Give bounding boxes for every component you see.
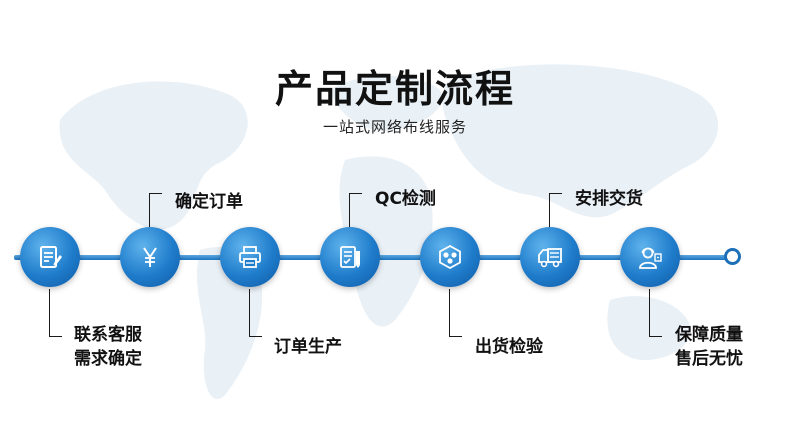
step-label-7: 保障质量 售后无忧: [675, 323, 743, 371]
step-connector-6: [549, 193, 562, 227]
step-label-3-line-1: 订单生产: [274, 337, 342, 357]
step-label-6: 安排交货: [575, 187, 643, 211]
step-connector-2: [149, 193, 162, 227]
page-subtitle: 一站式网络布线服务: [322, 118, 467, 136]
checklist-pen-icon: [340, 246, 360, 268]
step-node-6: [520, 227, 580, 287]
step-node-3: [220, 227, 280, 287]
step-node-2: [120, 227, 180, 287]
step-label-4-line-1: QC检测: [375, 189, 436, 209]
step-label-7-line-1: 保障质量: [675, 325, 743, 345]
step-label-2-line-1: 确定订单: [175, 192, 243, 212]
step-connector-3: [249, 289, 262, 337]
step-connector-4: [349, 193, 362, 227]
step-node-7: [620, 227, 680, 287]
step-label-1: 联系客服 需求确定: [74, 323, 142, 371]
step-label-5: 出货检验: [475, 335, 543, 359]
support-agent-icon: [639, 247, 662, 269]
step-label-7-line-2: 售后无忧: [675, 349, 743, 369]
step-label-3: 订单生产: [274, 335, 342, 359]
step-connector-7: [649, 289, 662, 337]
flow-end-cap: [724, 248, 741, 265]
step-label-5-line-1: 出货检验: [475, 337, 543, 357]
truck-icon: [538, 248, 562, 268]
page-title: 产品定制流程: [274, 67, 515, 111]
step-node-5: [420, 227, 480, 287]
yen-icon: [143, 247, 157, 267]
step-label-6-line-1: 安排交货: [575, 189, 643, 209]
step-node-1: [20, 227, 80, 287]
document-edit-icon: [40, 246, 62, 268]
step-connector-5: [449, 289, 462, 337]
printer-icon: [239, 246, 261, 268]
step-label-1-line-1: 联系客服: [74, 325, 142, 345]
step-label-1-line-2: 需求确定: [74, 349, 142, 369]
step-node-4: [320, 227, 380, 287]
step-label-4: QC检测: [375, 187, 436, 211]
hexagon-dots-icon: [439, 244, 461, 270]
step-connector-1: [49, 289, 62, 337]
step-label-2: 确定订单: [175, 190, 243, 214]
